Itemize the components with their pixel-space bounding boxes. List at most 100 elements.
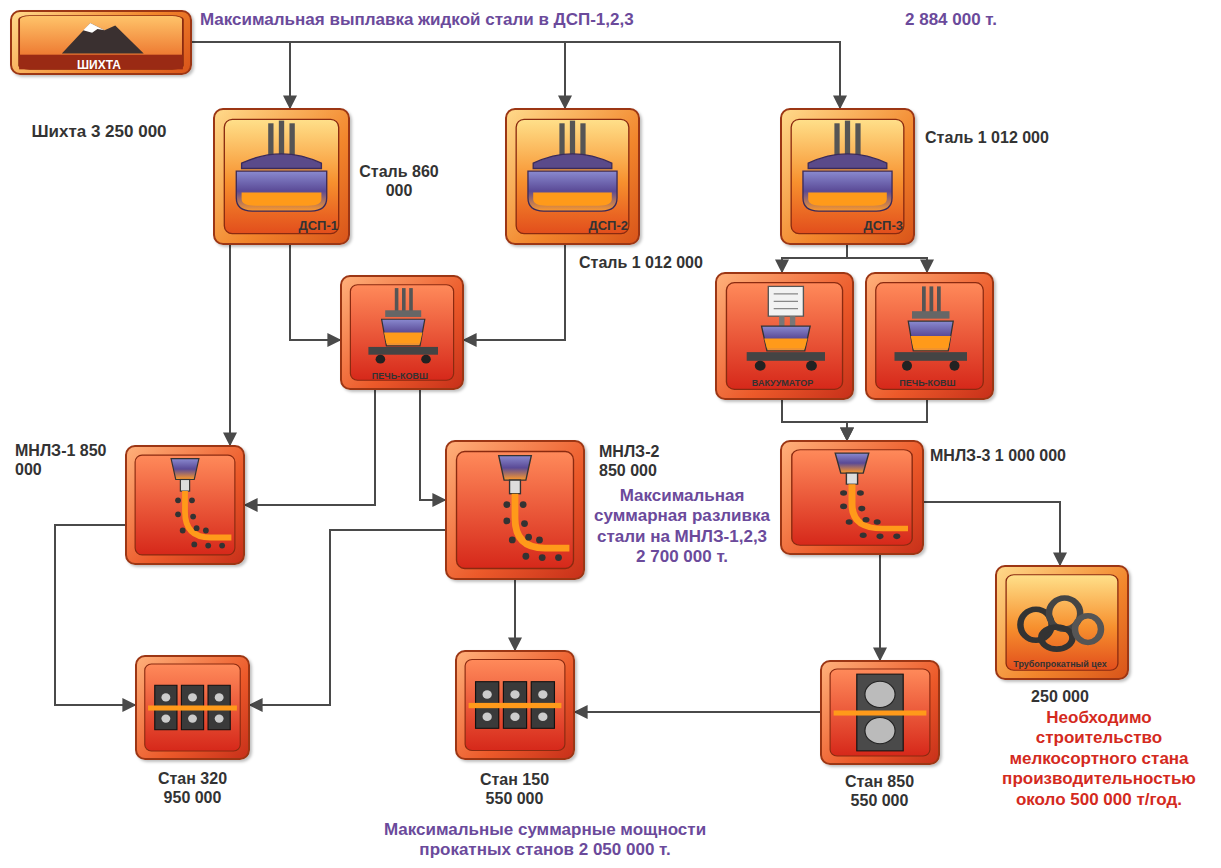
furnace-icon-part <box>580 123 585 158</box>
caster-icon-part <box>862 517 869 523</box>
ladle-icon-part <box>368 347 438 355</box>
furnace-icon-part <box>855 123 860 158</box>
vacuum-icon-part <box>762 326 811 351</box>
node-label: ПЕЧЬ-КОВШ <box>342 371 458 382</box>
furnace-icon-part <box>845 121 850 158</box>
node-label: Сталь 860 000 <box>359 162 439 200</box>
caster-icon-part <box>510 480 521 494</box>
flow-arrow <box>245 390 375 505</box>
flow-arrow <box>290 245 340 340</box>
flow-arrow <box>847 400 927 440</box>
furnace-icon-part <box>808 154 887 169</box>
furnace-box: ДСП-3Сталь 1 012 000 <box>780 108 915 245</box>
node-label: ШИХТА <box>12 58 186 72</box>
ladle-icon-part <box>922 286 926 313</box>
flow-arrow <box>250 530 445 705</box>
caster-icon-part <box>522 553 529 560</box>
furnace-icon-part <box>528 171 617 211</box>
caster-icon-part <box>194 525 200 531</box>
caster-icon-part <box>857 490 864 496</box>
ladle-icon-part <box>402 288 406 312</box>
mill-icon-part <box>188 693 197 701</box>
caster-icon-part <box>175 511 181 517</box>
node-label: Шихта 3 250 000 <box>12 122 186 142</box>
node-label: ВАКУУМАТОР <box>717 378 848 389</box>
caster-icon-part <box>846 519 853 525</box>
node-label: МНЛЗ-3 1 000 000 <box>930 446 1066 465</box>
ladle-icon-part <box>409 288 413 312</box>
furnace-icon-part <box>289 123 294 158</box>
caster-icon <box>127 447 243 563</box>
mill-icon-part <box>161 715 170 723</box>
caster-icon-part <box>180 528 186 534</box>
caster-box: МНЛЗ-3 1 000 000 <box>780 440 924 555</box>
vacuum-icon-part <box>747 352 825 361</box>
ladle-icon-part <box>876 283 984 390</box>
mill-icon-part <box>215 715 224 723</box>
caster-icon-part <box>846 473 857 484</box>
flow-arrow <box>514 580 516 650</box>
furnace-icon-part <box>834 123 839 158</box>
furnace-icon-part <box>533 192 612 205</box>
caster-icon-part <box>858 506 865 512</box>
flow-arrow <box>847 245 927 272</box>
caster-icon-part <box>175 497 181 503</box>
caster-icon-part <box>521 520 528 527</box>
summary-note: Максимальная выплавка жидкой стали в ДСП… <box>200 10 634 30</box>
ore-icon-part <box>62 23 144 54</box>
furnace-icon-part <box>570 121 575 158</box>
mill-icon-part <box>510 690 519 698</box>
ladle-icon-part <box>421 355 431 364</box>
caster-icon-part <box>185 491 231 537</box>
furnace-icon-part <box>279 121 284 158</box>
flow-arrow <box>464 245 565 340</box>
caster-icon-part <box>536 537 543 544</box>
rolling-mill-box: Стан 320 950 000 <box>135 655 250 760</box>
flow-arrow <box>55 525 135 705</box>
node-label: ДСП-3 <box>843 218 903 234</box>
vacuum-icon-part <box>768 286 803 316</box>
tube-icon-part <box>1006 575 1118 670</box>
mill-icon-part <box>469 703 562 708</box>
mill2-icon-part <box>865 681 895 707</box>
flow-arrow <box>192 42 290 108</box>
ladle-icon-part <box>384 333 422 344</box>
mill-icon-part <box>483 712 492 720</box>
tube-icon-part <box>1041 627 1072 649</box>
mill-icon <box>137 657 248 758</box>
vacuum-icon-part <box>764 338 807 348</box>
caster-icon-part <box>792 450 912 545</box>
mill-icon-part <box>145 664 240 751</box>
node-label: МНЛЗ-1 850 000 <box>15 441 110 479</box>
caster-icon-part <box>171 459 199 480</box>
caster-icon-part <box>520 501 527 508</box>
ladle-icon-part <box>912 311 950 318</box>
ladle-furnace-box: ПЕЧЬ-КОВШ <box>340 275 464 390</box>
node-label: Трубопрокатный цех <box>997 659 1123 670</box>
flow-arrow <box>782 245 847 272</box>
flow-arrow <box>229 245 231 445</box>
node-label: Сталь 1 012 000 <box>579 253 703 272</box>
caster-icon-part <box>525 534 532 541</box>
caster-icon-part <box>874 519 881 525</box>
ladle-icon-part <box>908 321 953 351</box>
tube-icon-part <box>1075 616 1101 643</box>
caster-icon-part <box>499 456 532 480</box>
furnace-icon-part <box>268 123 273 158</box>
node-label: Стан 320 950 000 <box>145 769 240 807</box>
flow-arrow <box>420 390 445 500</box>
mill-icon-part <box>465 659 565 750</box>
mill2-icon-part <box>830 669 930 756</box>
node-label: Стан 850 550 000 <box>832 772 927 810</box>
caster-icon-part <box>876 534 883 540</box>
mill-icon-part <box>538 690 547 698</box>
vacuum-icon-part <box>755 361 766 371</box>
furnace-icon-part <box>559 123 564 158</box>
furnace-icon-part <box>242 154 322 169</box>
furnace-icon-part <box>242 192 322 205</box>
furnace-icon-part <box>808 192 887 205</box>
raw-material-box: ШИХТАШихта 3 250 000 <box>10 10 192 75</box>
ladle-icon-part <box>902 361 912 371</box>
ladle-icon-part <box>937 286 941 313</box>
ladle-icon-part <box>911 336 951 348</box>
